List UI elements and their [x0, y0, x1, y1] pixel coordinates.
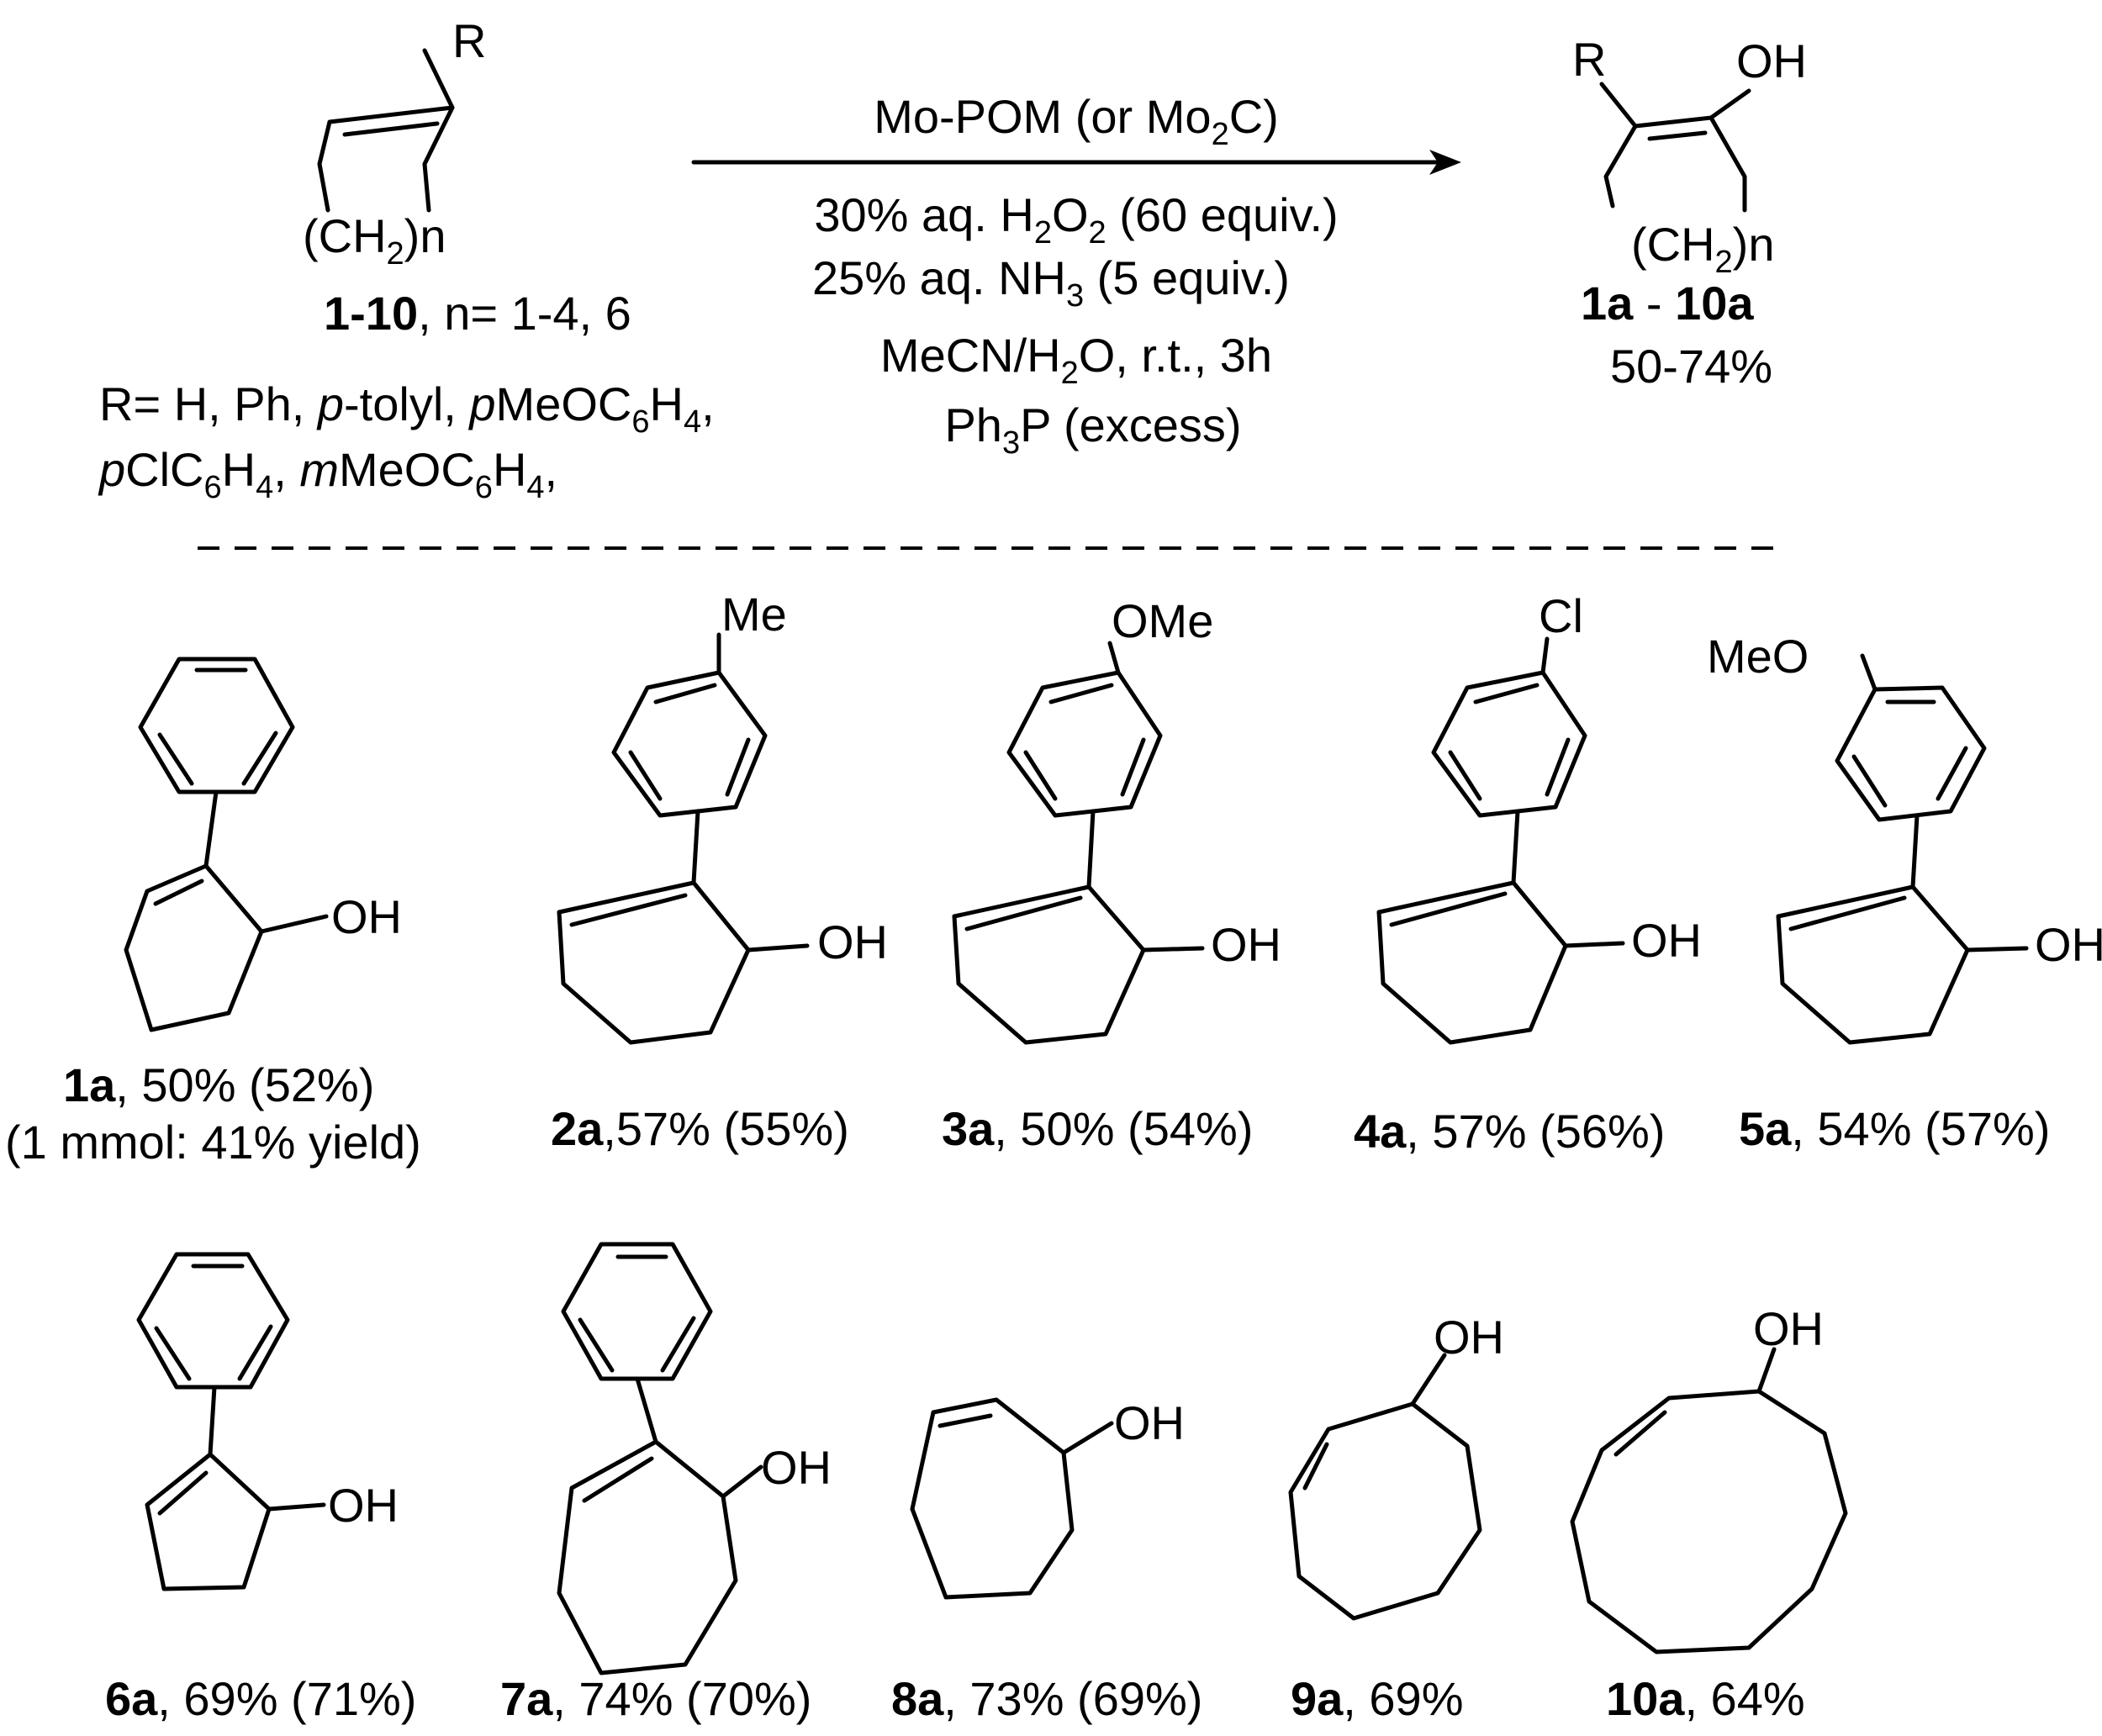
- oh-label-5a: OH: [2035, 918, 2102, 971]
- structure-10a: [1570, 1347, 1848, 1654]
- structure-2a: [557, 632, 810, 1045]
- reactant-ring-label: (CH2)n: [303, 209, 446, 272]
- label-8a: 8a, 73% (69%): [891, 1672, 1202, 1725]
- r-groups-line-2: pClC6H4, mMeOC6H4,: [98, 443, 557, 505]
- label-5a: 5a, 54% (57%): [1739, 1102, 2050, 1155]
- label-6a: 6a, 69% (71%): [105, 1672, 416, 1725]
- product-oh-label: OH: [1736, 34, 1807, 87]
- structure-4a: [1376, 636, 1625, 1045]
- label-1a: 1a, 50% (52%): [63, 1058, 374, 1111]
- condition-solvent: MeCN/H2O, r.t., 3h: [880, 329, 1272, 391]
- label-9a: 9a, 69%: [1291, 1672, 1464, 1725]
- note-1a: (1 mmol: 41% yield): [5, 1116, 421, 1169]
- product-ring-label: (CH2)n: [1631, 218, 1774, 280]
- oh-label-10a: OH: [1753, 1302, 1824, 1355]
- oh-label-1a: OH: [331, 890, 402, 943]
- product-structure: [1599, 82, 1751, 213]
- condition-catalyst: Mo-POM (or Mo2C): [874, 90, 1279, 152]
- substituent-5a: MeO: [1707, 630, 1809, 683]
- reaction-arrow: [691, 150, 1461, 175]
- condition-reductant: Ph3P (excess): [944, 398, 1241, 461]
- reactant-structure: [317, 48, 455, 213]
- label-3a: 3a, 50% (54%): [942, 1102, 1253, 1155]
- structure-7a: [557, 1242, 763, 1675]
- oh-label-8a: OH: [1114, 1396, 1185, 1449]
- oh-label-4a: OH: [1631, 914, 1702, 967]
- r-groups-line-1: R= H, Ph, p-tolyl, pMeOC6H4,: [99, 377, 715, 440]
- condition-base: 25% aq. NH3 (5 equiv.): [812, 251, 1290, 314]
- label-10a: 10a, 64%: [1606, 1672, 1805, 1725]
- label-2a: 2a,57% (55%): [551, 1102, 849, 1155]
- oh-label-2a: OH: [817, 915, 888, 968]
- structure-1a: [124, 657, 329, 1032]
- structure-8a: [910, 1397, 1114, 1600]
- structure-5a: [1776, 653, 2029, 1045]
- structure-3a: [952, 641, 1205, 1045]
- structure-6a: [136, 1252, 326, 1591]
- oh-label-9a: OH: [1434, 1311, 1504, 1364]
- substituent-4a: Cl: [1539, 589, 1583, 642]
- label-4a: 4a, 57% (56%): [1354, 1105, 1665, 1158]
- reactant-r-label: R: [452, 14, 486, 67]
- product-yield-range: 50-74%: [1610, 340, 1772, 393]
- substituent-2a: Me: [721, 588, 787, 641]
- oh-label-6a: OH: [328, 1479, 399, 1532]
- oh-label-3a: OH: [1211, 918, 1281, 971]
- product-compound-label: 1a - 10a: [1581, 277, 1754, 330]
- product-r-label: R: [1572, 33, 1606, 86]
- oh-label-7a: OH: [761, 1441, 832, 1494]
- label-7a: 7a, 74% (70%): [500, 1672, 811, 1725]
- substituent-3a: OMe: [1112, 594, 1213, 647]
- condition-oxidant: 30% aq. H2O2 (60 equiv.): [814, 188, 1338, 251]
- structure-9a: [1288, 1353, 1482, 1621]
- reactant-compound-label: 1-10, n= 1-4, 6: [324, 287, 631, 340]
